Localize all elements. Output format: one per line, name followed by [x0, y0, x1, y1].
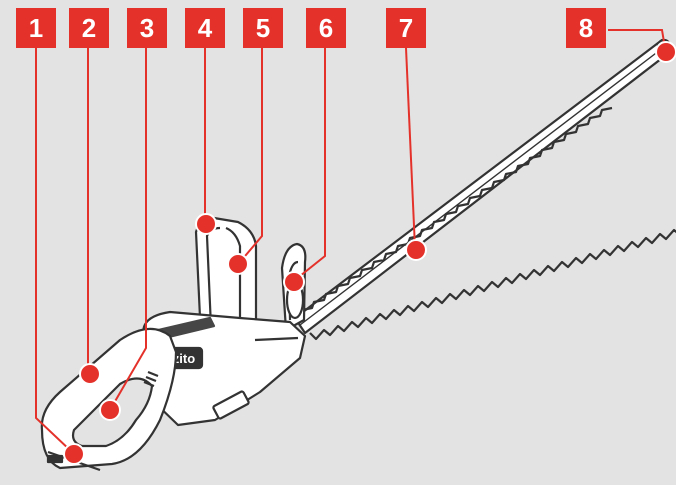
callout-dot-1	[63, 443, 85, 465]
callout-leaders	[35, 29, 665, 453]
callout-badge-7: 7	[386, 8, 426, 48]
callout-badge-3: 3	[127, 8, 167, 48]
callout-dot-5	[227, 253, 249, 275]
callout-dot-4	[195, 213, 217, 235]
leader-1	[35, 48, 73, 453]
callout-badge-4: 4	[185, 8, 225, 48]
leader-6	[294, 48, 326, 281]
callout-badge-6: 6	[306, 8, 346, 48]
callout-dot-3	[99, 399, 121, 421]
cutting-blade	[293, 38, 676, 341]
leader-5	[239, 48, 263, 263]
leader-7	[405, 47, 416, 249]
callout-dot-2	[79, 363, 101, 385]
leader-3	[109, 48, 147, 411]
callout-dots	[63, 41, 676, 465]
callout-dot-8	[655, 41, 676, 63]
leader-8	[608, 29, 665, 43]
callout-badge-5: 5	[243, 8, 283, 48]
callout-dot-7	[405, 239, 427, 261]
callout-badge-1: 1	[16, 8, 56, 48]
callout-badge-2: 2	[69, 8, 109, 48]
callout-dot-6	[283, 271, 305, 293]
callout-badge-8: 8	[566, 8, 606, 48]
